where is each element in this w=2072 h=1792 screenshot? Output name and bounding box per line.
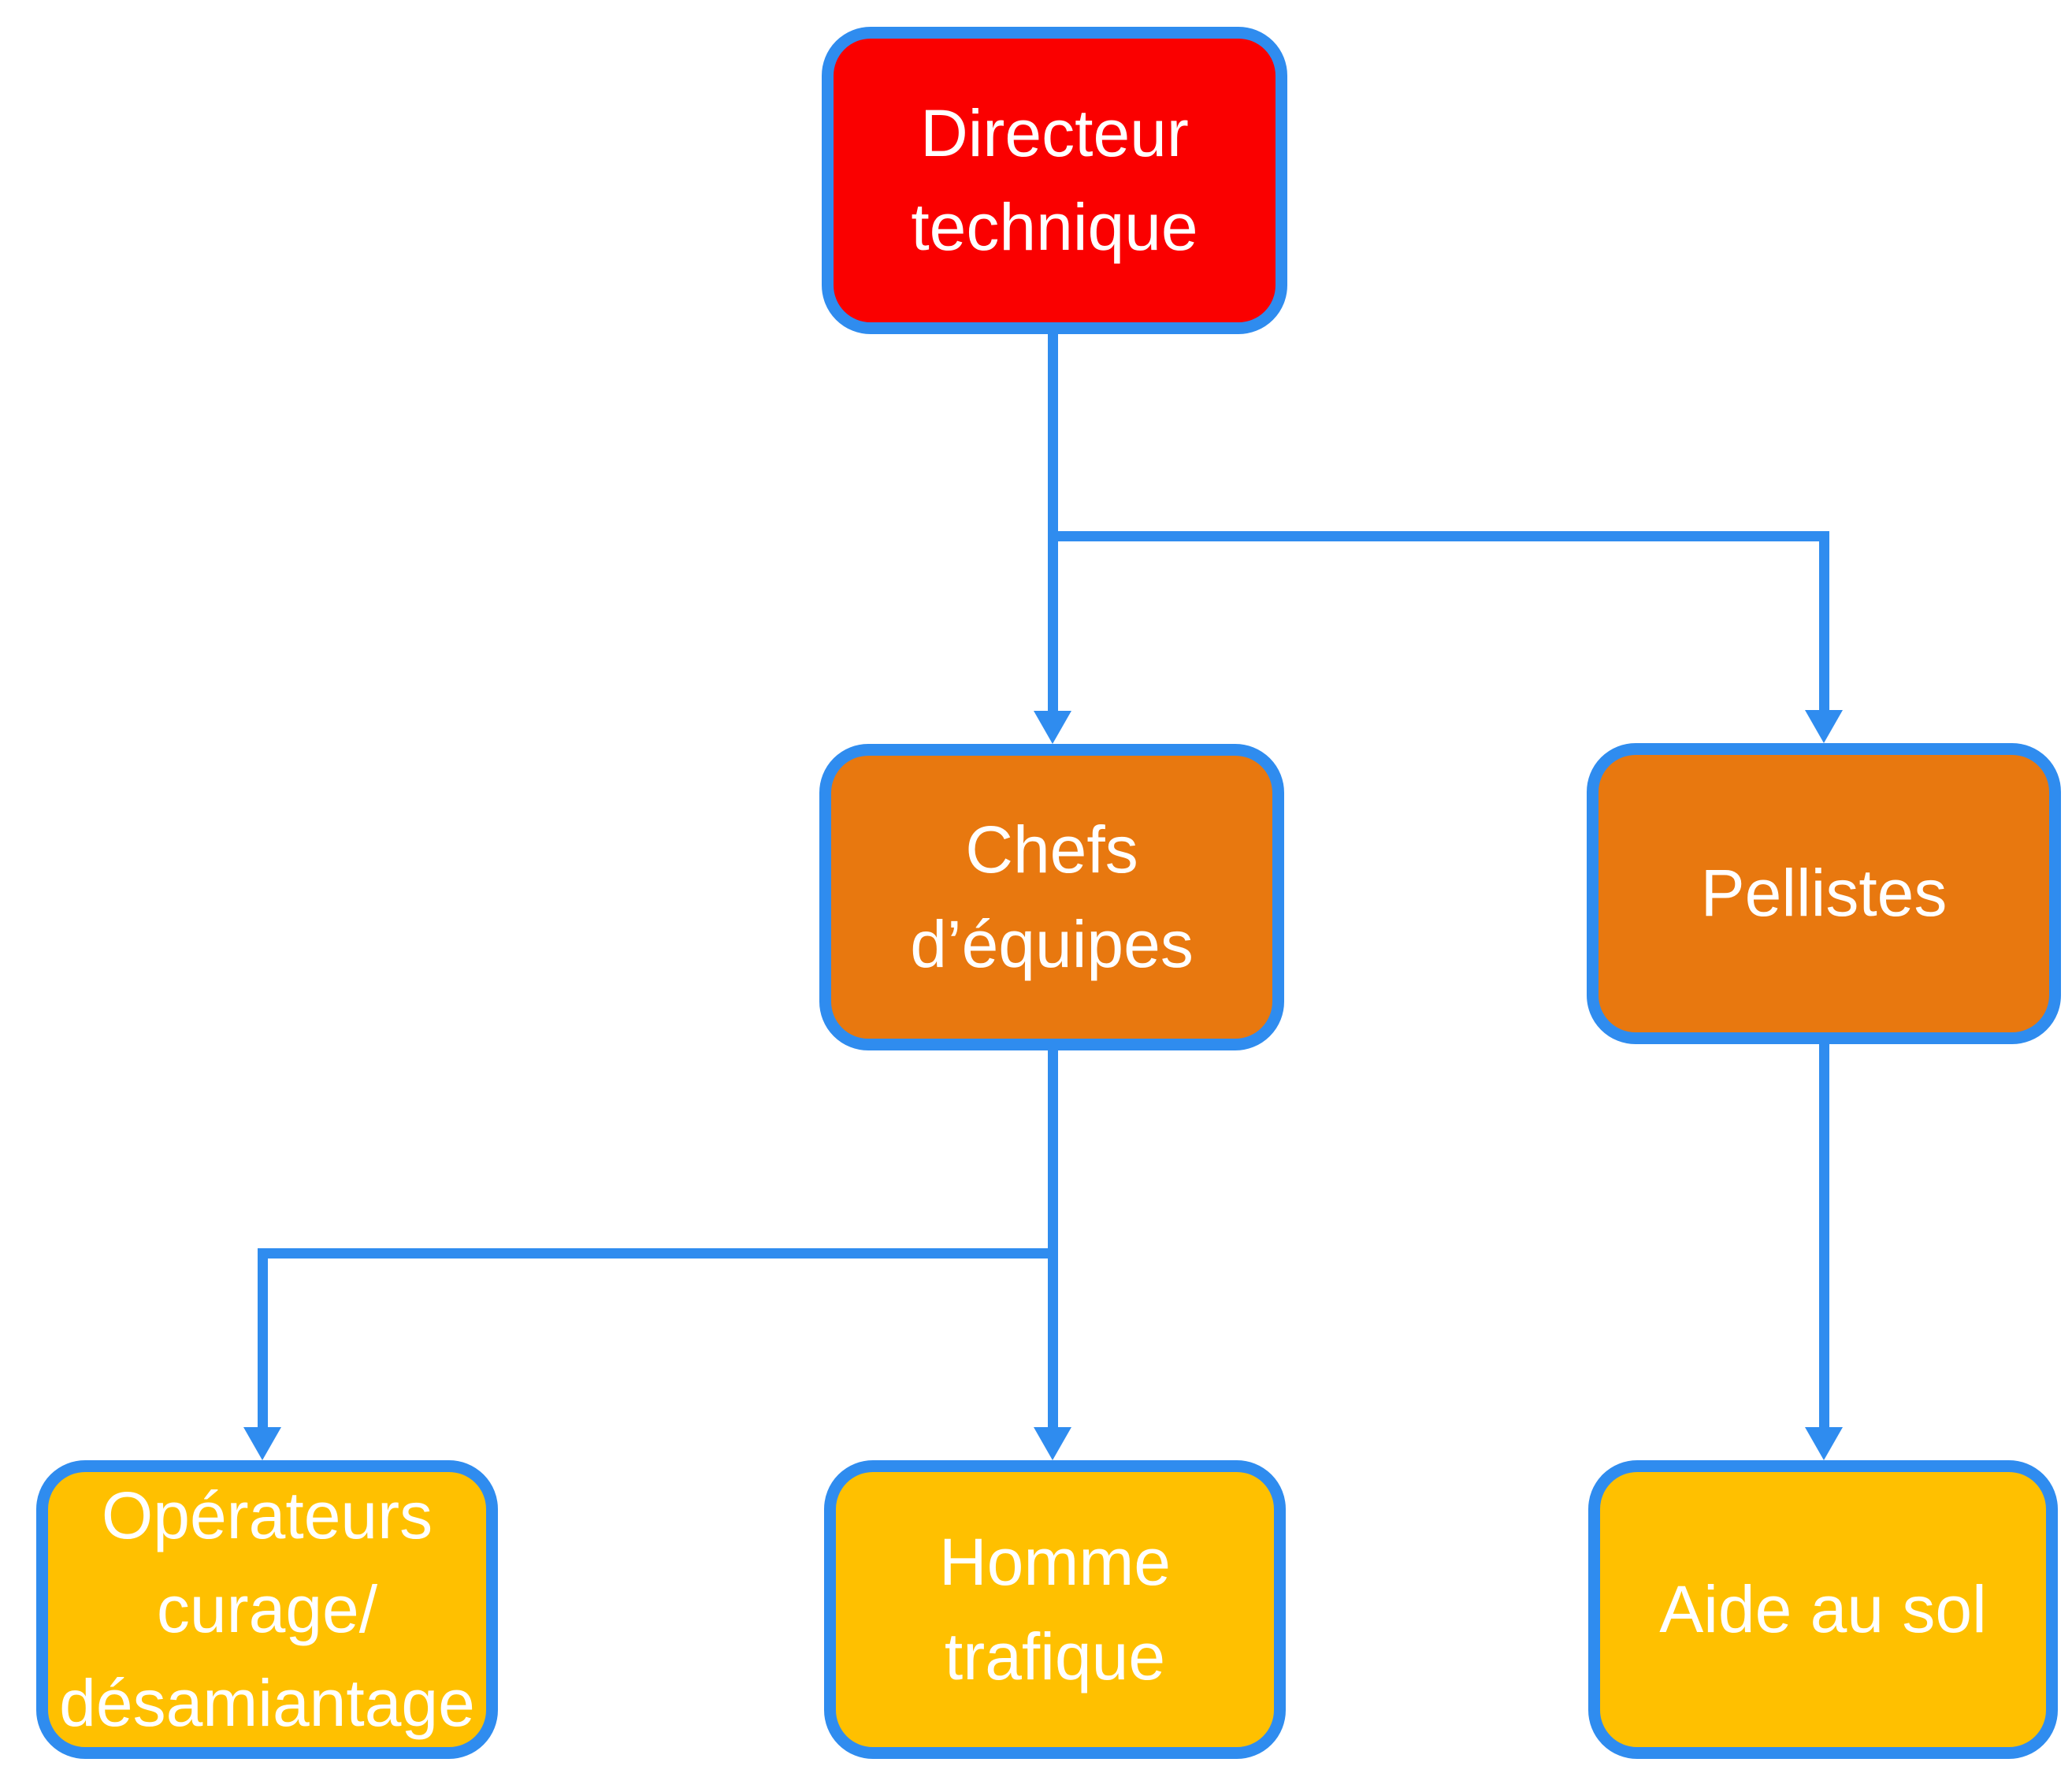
node-homme-trafique: Homme trafique — [824, 1460, 1286, 1759]
connector-chefs-branch-horizontal — [258, 1248, 1058, 1258]
node-label: Directeur technique — [911, 95, 1198, 264]
node-label: Homme trafique — [938, 1525, 1172, 1693]
connector-chefs-stem-vertical — [1048, 1050, 1058, 1429]
arrow-down-into-chefs — [1034, 711, 1071, 744]
node-operateurs-curage-desamiantage: Opérateurs curage/ désamiantage — [36, 1460, 498, 1759]
arrow-down-into-aide-au-sol — [1805, 1427, 1843, 1460]
arrow-down-into-operateurs — [243, 1427, 281, 1460]
connector-directeur-branch-horizontal — [1048, 531, 1829, 541]
node-aide-au-sol: Aide au sol — [1588, 1460, 2058, 1759]
node-label: Chefs d’équipes — [910, 812, 1194, 981]
node-label: Opérateurs curage/ désamiantage — [59, 1478, 475, 1741]
node-chefs-dequipes: Chefs d’équipes — [819, 744, 1284, 1050]
node-directeur-technique: Directeur technique — [822, 27, 1287, 334]
arrow-down-into-pellistes — [1805, 710, 1843, 743]
node-label: Pellistes — [1700, 856, 1948, 931]
connector-directeur-to-pellistes-vertical — [1819, 531, 1829, 712]
arrow-down-into-homme-trafique — [1034, 1427, 1071, 1460]
connector-directeur-stem-vertical — [1048, 334, 1058, 712]
connector-chefs-to-operateurs-vertical — [258, 1248, 268, 1429]
node-label: Aide au sol — [1659, 1571, 1987, 1646]
node-pellistes: Pellistes — [1587, 743, 2061, 1044]
connector-pellistes-stem-vertical — [1819, 1044, 1829, 1429]
